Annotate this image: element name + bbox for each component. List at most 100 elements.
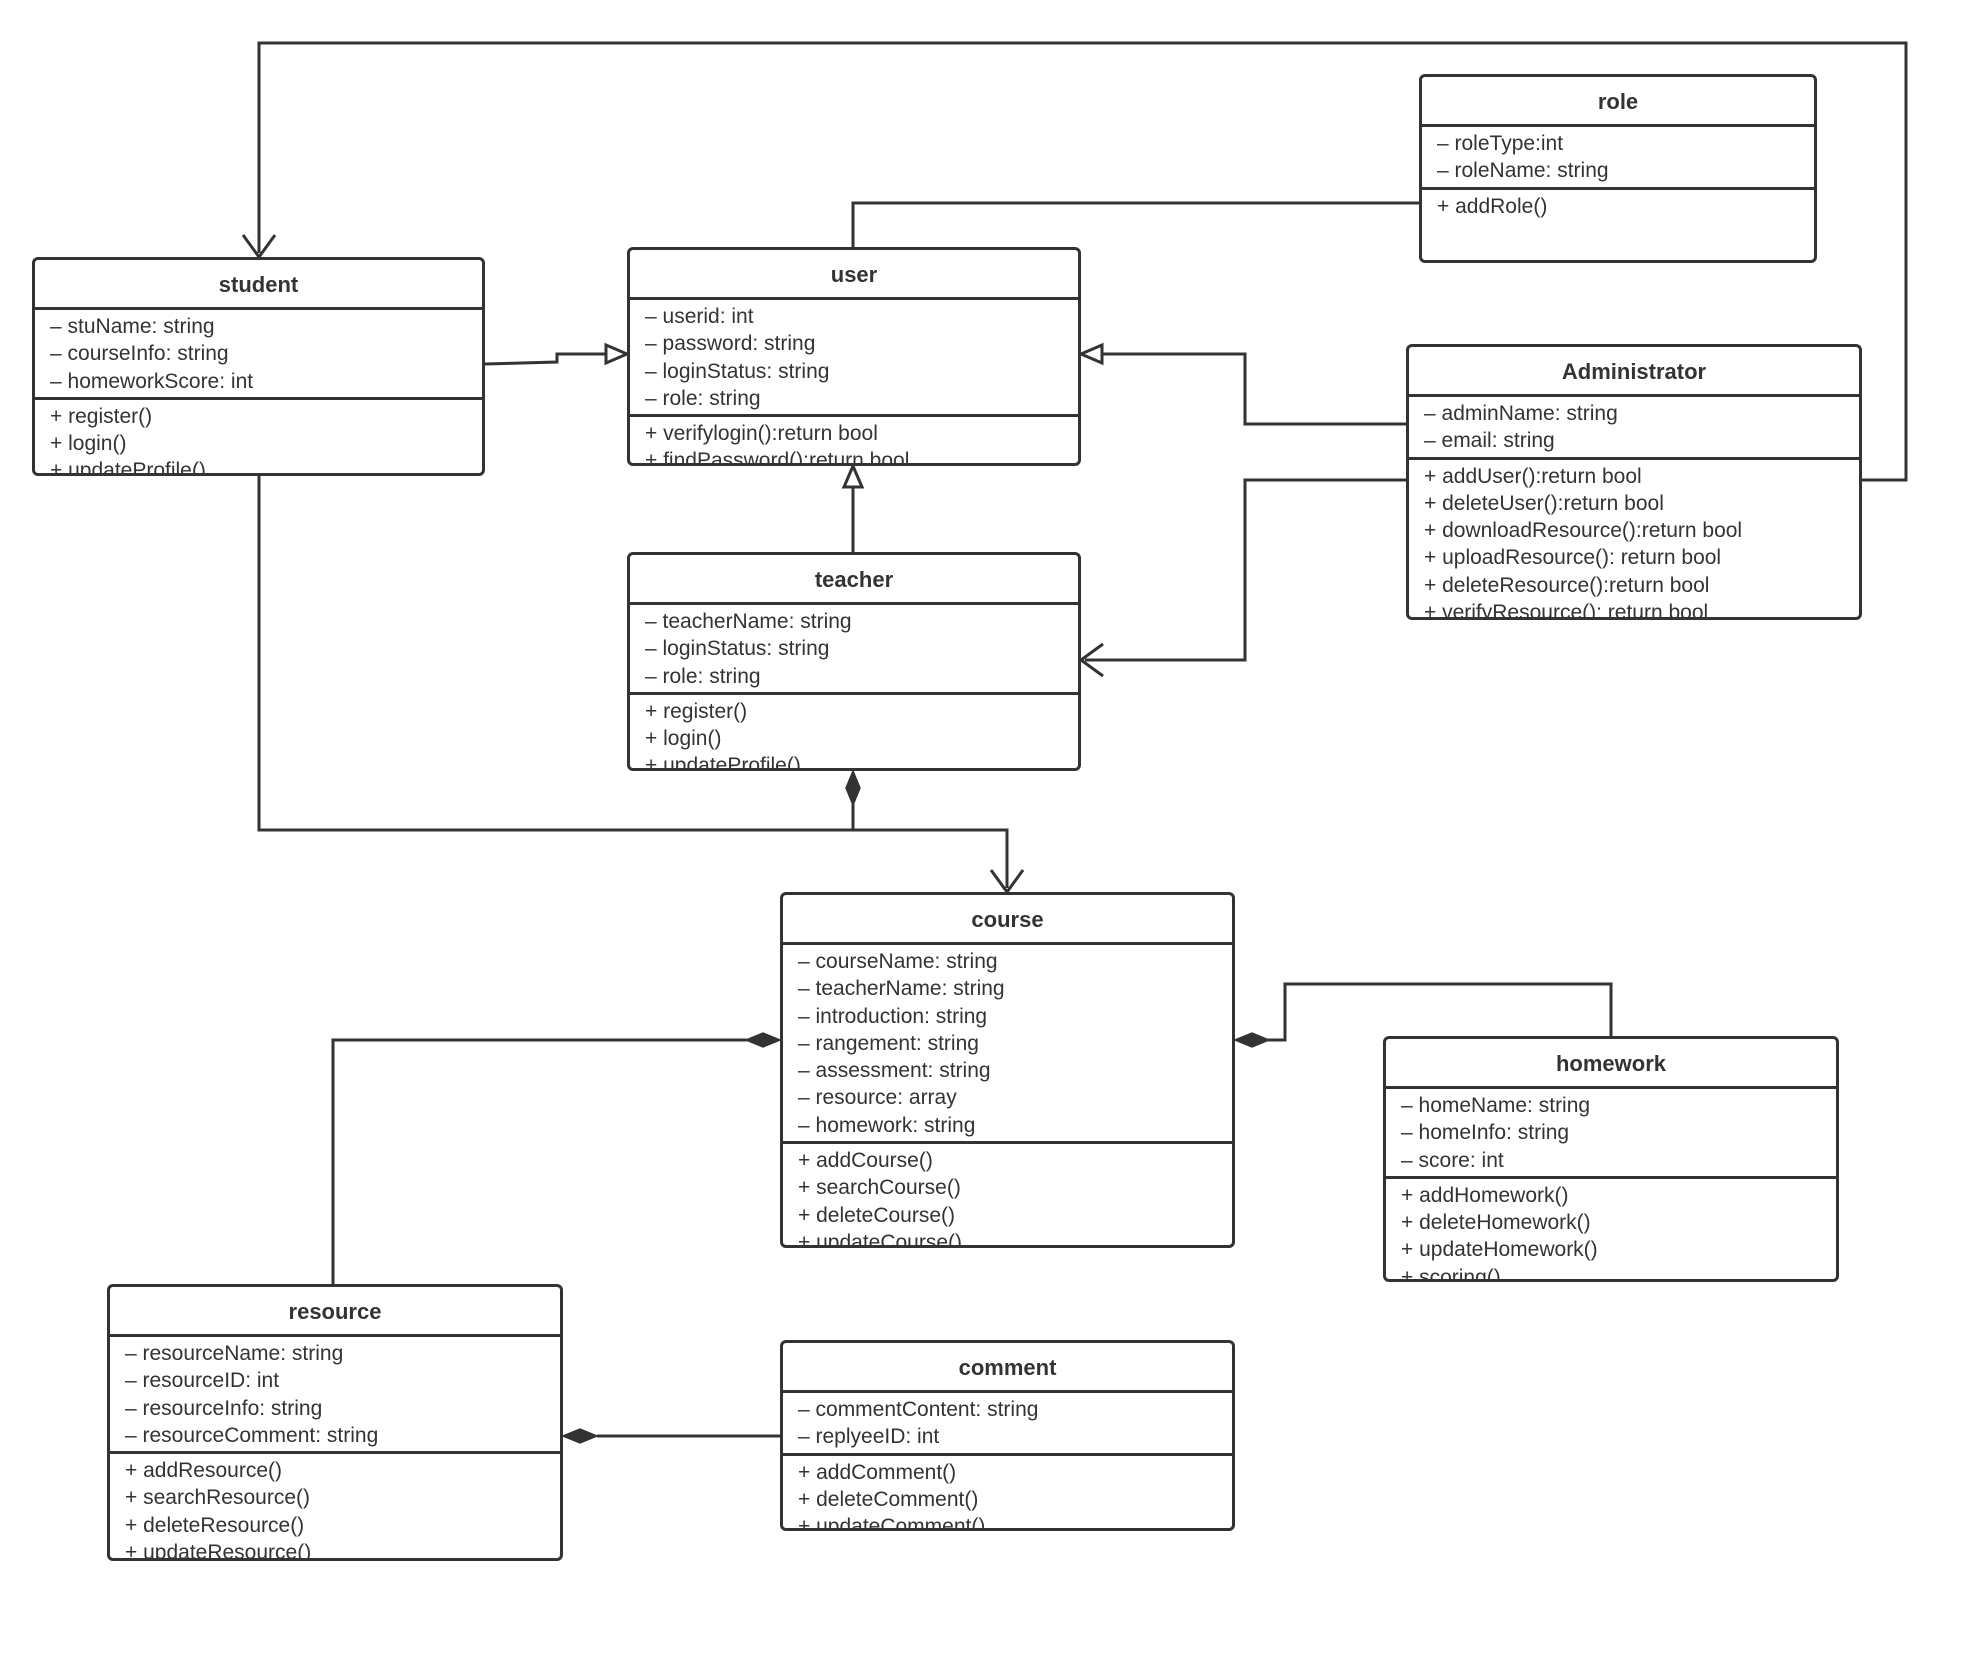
class-method: + deleteUser():return bool [1424, 491, 1664, 515]
class-attribute: – email: string [1424, 429, 1555, 453]
class-attribute: – replyeeID: int [798, 1425, 940, 1449]
class-method: + login() [645, 727, 722, 751]
class-method: + updateCourse() [798, 1230, 963, 1248]
class-attributes: – resourceName: string– resourceID: int–… [110, 1337, 560, 1455]
class-method: + register() [645, 699, 748, 723]
class-comment: comment – commentContent: string – replyee… [780, 1340, 1235, 1531]
class-method: + searchResource() [125, 1486, 310, 1510]
class-name: teacher [630, 555, 1078, 605]
class-name: comment [783, 1343, 1232, 1393]
relationship-teacher-user-generalization-arrowhead [841, 462, 865, 489]
class-method: + searchCourse() [798, 1176, 961, 1200]
class-attributes: – roleType:int – roleName: string [1422, 127, 1814, 190]
class-attribute: – userid: int [645, 305, 754, 328]
class-attributes: – teacherName: string– loginStatus: stri… [630, 605, 1078, 695]
class-attribute: – role: string [645, 664, 761, 688]
class-course: course – courseName: string – teacherName:… [780, 892, 1235, 1248]
class-attribute: – adminName: string [1424, 402, 1618, 425]
relationship-student-user-generalization-arrowhead [604, 342, 631, 366]
class-attribute: – stuName: string [50, 315, 215, 338]
class-attribute: – courseName: string [798, 950, 998, 973]
relationship-comment-resource-composition-diamond [561, 1428, 599, 1444]
class-method: + register() [50, 404, 153, 428]
class-resource: resource– resourceName: string– resource… [107, 1284, 563, 1561]
class-methods: + register() + login() + updateProfile() [35, 400, 482, 476]
class-name: student [35, 260, 482, 310]
class-method: + addRole() [1437, 194, 1548, 218]
class-teacher: teacher– teacherName: string– loginStatu… [627, 552, 1081, 771]
class-methods: + addUser():return bool + deleteUser():re… [1409, 460, 1859, 620]
class-methods: + addRole() [1422, 190, 1814, 222]
relationship-administrator-teacher-line [1085, 478, 1406, 662]
class-method: + verifyResource(): return bool [1424, 601, 1709, 620]
class-name: Administrator [1409, 347, 1859, 397]
class-name: user [630, 250, 1078, 300]
class-attribute: – password: string [645, 332, 816, 356]
relationship-student-course-line [257, 476, 1009, 888]
class-attribute: – courseInfo: string [50, 342, 229, 366]
class-method: + addResource() [125, 1459, 282, 1483]
class-attribute: – homework: string [798, 1113, 976, 1137]
class-methods: + register() + login() + updateProfile() [630, 695, 1078, 771]
class-method: + addUser():return bool [1424, 464, 1642, 488]
class-attribute: – homeName: string [1401, 1094, 1591, 1117]
class-methods: + verifylogin():return bool + findPasswor… [630, 417, 1078, 466]
class-attribute: – commentContent: string [798, 1398, 1039, 1421]
class-attribute: – score: int [1401, 1148, 1504, 1172]
class-name: homework [1386, 1039, 1836, 1089]
class-method: + updateProfile() [645, 754, 801, 771]
class-attribute: – resourceName: string [125, 1342, 344, 1365]
relationship-administrator-teacher-open-arrowhead [1078, 642, 1104, 678]
class-method: + deleteCourse() [798, 1203, 955, 1227]
class-attribute: – resource: array [798, 1086, 957, 1110]
relationship-administrator-user-line [1102, 352, 1406, 426]
relationship-homework-course-line [1268, 982, 1613, 1042]
class-method: + uploadResource(): return bool [1424, 546, 1722, 570]
class-method: + downloadResource():return bool [1424, 519, 1743, 543]
class-methods: + addResource() + searchResource() + delet… [110, 1454, 560, 1561]
class-attribute: – loginStatus: string [645, 359, 830, 383]
class-role: role – roleType:int – roleName: string + ad… [1419, 74, 1817, 263]
class-method: + verifylogin():return bool [645, 422, 878, 446]
class-method: + scoring() [1401, 1265, 1501, 1282]
relationship-homework-course-composition-diamond [1233, 1032, 1271, 1048]
class-attribute: – role: string [645, 386, 761, 410]
class-attribute: – teacherName: string [798, 977, 1005, 1001]
class-method: + deleteResource():return bool [1424, 573, 1710, 597]
class-name: role [1422, 77, 1814, 127]
class-attribute: – resourceInfo: string [125, 1396, 323, 1420]
class-attribute: – loginStatus: string [645, 637, 830, 661]
class-attribute: – introduction: string [798, 1004, 988, 1028]
class-attributes: – adminName: string – email: string [1409, 397, 1859, 460]
class-attribute: – assessment: string [798, 1059, 991, 1083]
class-attributes: – homeName: string – homeInfo: string – sc… [1386, 1089, 1836, 1179]
class-attributes: – userid: int – password: string – loginSt… [630, 300, 1078, 418]
class-methods: + addHomework() + deleteHomework() + updat… [1386, 1179, 1836, 1282]
class-method: + addHomework() [1401, 1183, 1569, 1207]
class-method: + deleteHomework() [1401, 1211, 1591, 1235]
class-method: + deleteComment() [798, 1487, 979, 1511]
class-attribute: – roleType:int [1437, 132, 1564, 155]
class-attributes: – courseName: string – teacherName: strin… [783, 945, 1232, 1145]
relationship-administrator-student-line [257, 41, 1908, 482]
class-method: + updateProfile() [50, 459, 206, 476]
class-method: + deleteResource() [125, 1513, 305, 1537]
class-method: + login() [50, 432, 127, 456]
class-method: + updateHomework() [1401, 1238, 1598, 1262]
class-homework: homework – homeName: string – homeInfo: st… [1383, 1036, 1839, 1282]
class-attribute: – homeworkScore: int [50, 369, 254, 393]
class-method: + updateResource() [125, 1541, 312, 1561]
class-attribute: – resourceComment: string [125, 1423, 379, 1447]
class-attribute: – homeInfo: string [1401, 1121, 1570, 1145]
class-methods: + addComment()+ deleteComment()+ updateC… [783, 1456, 1232, 1531]
class-method: + updateComment() [798, 1515, 986, 1531]
class-attribute: – roleName: string [1437, 159, 1609, 183]
class-method: + addCourse() [798, 1149, 933, 1173]
relationship-course-teacher-composition-diamond [845, 769, 861, 807]
class-name: course [783, 895, 1232, 945]
class-methods: + addCourse() + searchCourse() + deleteCou… [783, 1144, 1232, 1248]
class-method: + findPassword():return bool [645, 449, 910, 466]
class-name: resource [110, 1287, 560, 1337]
